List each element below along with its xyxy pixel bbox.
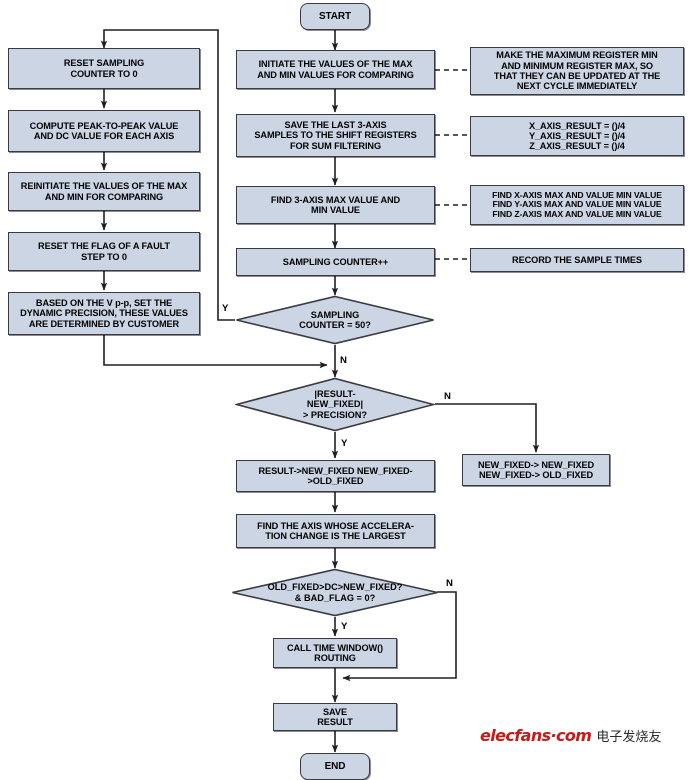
node-reset-fault-flag[interactable]: RESET THE FLAG OF A FAULT STEP TO 0: [8, 232, 200, 271]
line: AND MIN VALUES FOR COMPARING: [257, 69, 414, 80]
line: INITIATE THE VALUES OF THE MAX: [258, 59, 413, 70]
watermark-chinese: 电子发烧友: [596, 730, 662, 745]
line: SAMPLING COUNTER++: [282, 256, 389, 267]
terminal-end-label: END: [324, 760, 346, 772]
node-find-3axis-max-min[interactable]: FIND 3-AXIS MAX VALUE AND MIN VALUE: [236, 186, 435, 224]
line: OLD_FIXED>DC>NEW_FIXED?: [267, 582, 403, 593]
decision-precision[interactable]: |RESULT- NEW_FIXED| > PRECISION?: [233, 377, 437, 432]
node-initiate-max-min[interactable]: INITIATE THE VALUES OF THE MAX AND MIN V…: [236, 50, 435, 89]
line: NEXT CYCLE IMMEDIATELY: [516, 81, 638, 92]
note-axis-result[interactable]: X_AXIS_RESULT = ()/4 Y_AXIS_RESULT = ()/…: [470, 116, 684, 156]
line: COMPUTE PEAK-TO-PEAK VALUE: [29, 120, 179, 131]
terminal-start-label: START: [318, 10, 352, 22]
line: FIND 3-AXIS MAX VALUE AND: [270, 194, 401, 205]
line: COUNTER = 50?: [299, 320, 371, 330]
note-make-registers[interactable]: MAKE THE MAXIMUM REGISTER MIN AND MINIMU…: [470, 47, 684, 95]
line: FOR SUM FILTERING: [289, 140, 381, 151]
line: DYNAMIC PRECISION, THESE VALUES: [20, 308, 188, 319]
node-call-time-window[interactable]: CALL TIME WINDOW() ROUTING: [273, 638, 397, 668]
node-save-result[interactable]: SAVE RESULT: [273, 703, 397, 731]
diamond-shape: [233, 377, 437, 432]
line: FIND Y-AXIS MAX AND VALUE MIN VALUE: [492, 199, 662, 210]
line: TION CHANGE IS THE LARGEST: [265, 531, 406, 541]
node-save-shift-registers[interactable]: SAVE THE LAST 3-AXIS SAMPLES TO THE SHIF…: [236, 114, 435, 157]
branch-label-y-counter50: Y: [222, 303, 229, 314]
terminal-end[interactable]: END: [300, 753, 370, 780]
line: COUNTER TO 0: [70, 68, 138, 79]
line: NEW_FIXED|: [306, 399, 364, 410]
diamond-shape: [232, 568, 438, 617]
line: FIND X-AXIS MAX AND VALUE MIN VALUE: [492, 189, 662, 200]
node-set-dynamic-precision[interactable]: BASED ON THE V p-p, SET THE DYNAMIC PREC…: [8, 292, 200, 335]
line: > PRECISION?: [302, 409, 368, 420]
line: SAVE THE LAST 3-AXIS: [284, 120, 387, 131]
line: NEW_FIXED-> OLD_FIXED: [478, 470, 594, 480]
line: BASED ON THE V p-p, SET THE: [35, 298, 173, 309]
line: AND MINIMUM REGISTER MAX, SO: [501, 60, 653, 71]
watermark: elecfans·com 电子发烧友: [480, 726, 661, 745]
branch-label-n-oldfixed: N: [446, 578, 453, 589]
watermark-english: elecfans·com: [480, 726, 592, 745]
line: RECORD THE SAMPLE TIMES: [512, 254, 642, 265]
branch-label-y-oldfixed: Y: [341, 621, 348, 632]
node-result-to-new-fixed[interactable]: RESULT->NEW_FIXED NEW_FIXED- >OLD_FIXED: [236, 460, 435, 492]
node-compute-peak-to-peak[interactable]: COMPUTE PEAK-TO-PEAK VALUE AND DC VALUE …: [8, 110, 200, 152]
line: |RESULT-: [314, 388, 356, 399]
line: STEP TO 0: [81, 251, 127, 262]
decision-counter-50[interactable]: SAMPLING COUNTER = 50?: [235, 295, 435, 345]
line: Y_AXIS_RESULT = ()/4: [528, 130, 626, 141]
line: REINITIATE THE VALUES OF THE MAX: [20, 181, 188, 192]
diamond-shape: [236, 295, 434, 345]
line: Z_AXIS_RESULT = ()/4: [529, 141, 625, 152]
line: RESET SAMPLING: [63, 58, 145, 69]
line: RESULT->NEW_FIXED NEW_FIXED-: [258, 465, 413, 476]
flowchart-canvas: START END RESET SAMPLING COUNTER TO 0 CO…: [8, 3, 684, 780]
node-reset-sampling-counter[interactable]: RESET SAMPLING COUNTER TO 0: [8, 48, 200, 89]
terminal-start[interactable]: START: [300, 3, 370, 30]
decision-counter-50-label: SAMPLING COUNTER = 50?: [235, 295, 435, 345]
line: NEW_FIXED-> NEW_FIXED: [477, 459, 595, 470]
line: THAT THEY CAN BE UPDATED AT THE: [493, 71, 661, 81]
line: RESULT: [317, 717, 353, 727]
line: MIN VALUE: [311, 205, 360, 215]
node-new-fixed-assign[interactable]: NEW_FIXED-> NEW_FIXED NEW_FIXED-> OLD_FI…: [462, 454, 610, 486]
decision-old-fixed-dc[interactable]: OLD_FIXED>DC>NEW_FIXED? & BAD_FLAG = 0?: [231, 568, 439, 617]
node-sampling-counter-increment[interactable]: SAMPLING COUNTER++: [236, 248, 435, 276]
branch-label-n-counter50: N: [340, 355, 347, 366]
decision-precision-label: |RESULT- NEW_FIXED| > PRECISION?: [235, 377, 435, 432]
note-record-sample-times[interactable]: RECORD THE SAMPLE TIMES: [470, 248, 684, 272]
line: CALL TIME WINDOW(): [286, 642, 383, 653]
line: SAMPLING: [310, 309, 360, 320]
line: & BAD_FLAG = 0?: [294, 592, 376, 603]
node-reinitiate-max-min[interactable]: REINITIATE THE VALUES OF THE MAX AND MIN…: [8, 172, 200, 211]
line: FIND Z-AXIS MAX AND VALUE MIN VALUE: [492, 208, 662, 219]
decision-old-fixed-dc-label: OLD_FIXED>DC>NEW_FIXED? & BAD_FLAG = 0?: [231, 568, 439, 617]
line: AND DC VALUE FOR EACH AXIS: [33, 131, 175, 141]
line: ROUTING: [314, 653, 356, 663]
line: ARE DETERMINED BY CUSTOMER: [28, 318, 180, 329]
line: X_AXIS_RESULT = ()/4: [528, 120, 626, 131]
line: >OLD_FIXED: [307, 476, 364, 486]
line: RESET THE FLAG OF A FAULT: [38, 241, 170, 252]
note-find-axis-max-min[interactable]: FIND X-AXIS MAX AND VALUE MIN VALUE FIND…: [470, 185, 684, 225]
branch-label-n-precision: N: [444, 391, 451, 402]
node-find-axis-largest-change[interactable]: FIND THE AXIS WHOSE ACCELERA- TION CHANG…: [236, 514, 435, 548]
line: AND MIN FOR COMPARING: [44, 191, 164, 202]
line: SAMPLES TO THE SHIFT REGISTERS: [254, 130, 417, 141]
line: MAKE THE MAXIMUM REGISTER MIN: [496, 50, 658, 61]
line: FIND THE AXIS WHOSE ACCELERA-: [257, 520, 414, 531]
branch-label-y-precision: Y: [341, 438, 348, 449]
line: SAVE: [323, 706, 347, 717]
